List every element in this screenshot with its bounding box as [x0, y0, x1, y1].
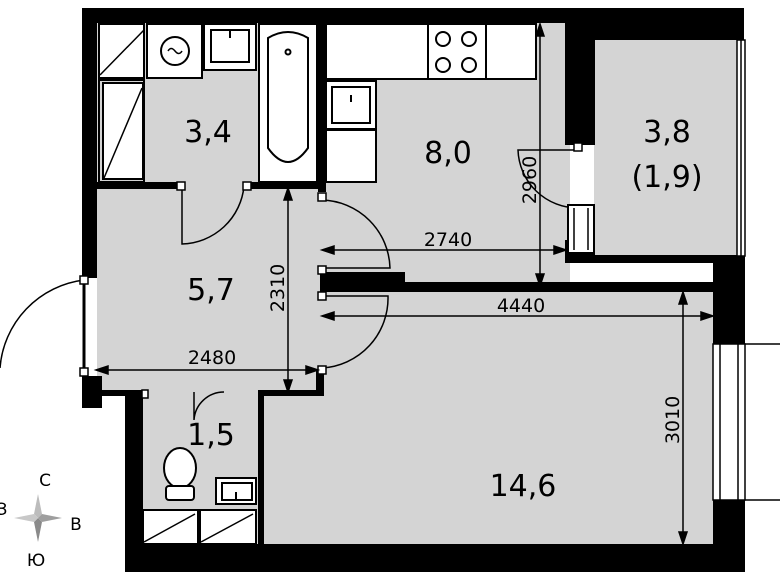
- doors: [0, 142, 595, 421]
- wall-toilet-top-right: [258, 390, 323, 396]
- fixtures: [146, 23, 537, 505]
- kitchen-area-label: 8,0: [424, 136, 472, 171]
- living-width-dimension: 4440: [497, 295, 545, 317]
- wall-left-lower: [82, 376, 102, 408]
- compass-east: В: [70, 515, 82, 535]
- balcony-reduced-area-label: (1,9): [631, 160, 702, 195]
- wall-right-upper: [713, 258, 745, 293]
- toilet-door: [193, 391, 225, 421]
- wall-right-bottom: [713, 500, 745, 572]
- toilet-bowl-icon: [163, 447, 197, 501]
- wall-bottom: [125, 544, 745, 572]
- wall-toilet-left: [125, 392, 143, 572]
- hall-width-dimension: 2480: [188, 347, 236, 369]
- compass-west: З: [0, 500, 7, 520]
- wall-balcony-left: [565, 8, 595, 145]
- room-labels: 3,4 8,0 3,8 (1,9) 5,7 1,5 14,6: [184, 115, 702, 504]
- living-depth-dimension: 3010: [662, 396, 684, 444]
- balcony-floor: [594, 40, 739, 258]
- kitchen-width-dimension: 2740: [424, 229, 472, 251]
- hall-area-label: 5,7: [187, 273, 235, 308]
- compass-rose-icon: [14, 494, 62, 542]
- bathroom-door: [181, 185, 245, 245]
- balcony-area-label: 3,8: [643, 115, 691, 150]
- kitchen-depth-dimension: 2960: [519, 156, 541, 204]
- bathroom-area-label: 3,4: [184, 115, 232, 150]
- stove-icon: [427, 23, 487, 80]
- wall-left-upper: [82, 8, 97, 278]
- balcony-door: [517, 149, 579, 209]
- wall-living-top: [398, 282, 728, 292]
- wall-balcony-bottom: [565, 255, 745, 263]
- wardrobes: [98, 23, 257, 545]
- living-area-label: 14,6: [490, 469, 557, 504]
- walls: [82, 8, 745, 572]
- compass-north: С: [39, 471, 51, 491]
- toilet-area-label: 1,5: [187, 418, 235, 453]
- dimension-labels: 2960 2740 2310 4440 2480 3010: [188, 156, 684, 444]
- hall-depth-dimension: 2310: [267, 264, 289, 312]
- wall-right-lower: [713, 290, 745, 345]
- compass: С Ю В З: [0, 471, 82, 571]
- kitchen-door: [321, 199, 391, 269]
- wall-toilet-right: [258, 390, 264, 545]
- windows: [712, 39, 780, 501]
- wall-kitchen-stub: [320, 272, 405, 292]
- wall-bath-bottom-left: [97, 182, 180, 189]
- wall-balcony-top: [594, 8, 744, 40]
- dimension-lines: [93, 21, 716, 547]
- wall-toilet-top-left: [100, 390, 142, 396]
- living-floor-left: [320, 287, 420, 397]
- kitchen-counter-side: [325, 129, 377, 183]
- wall-bath-bottom-right: [246, 182, 324, 189]
- wall-bath-right: [318, 22, 326, 192]
- wall-corridor-right: [316, 370, 324, 396]
- compass-south: Ю: [27, 551, 45, 571]
- living-door: [321, 295, 389, 369]
- living-window: [712, 343, 746, 501]
- entrance-door: [0, 279, 85, 369]
- wall-top: [82, 8, 595, 23]
